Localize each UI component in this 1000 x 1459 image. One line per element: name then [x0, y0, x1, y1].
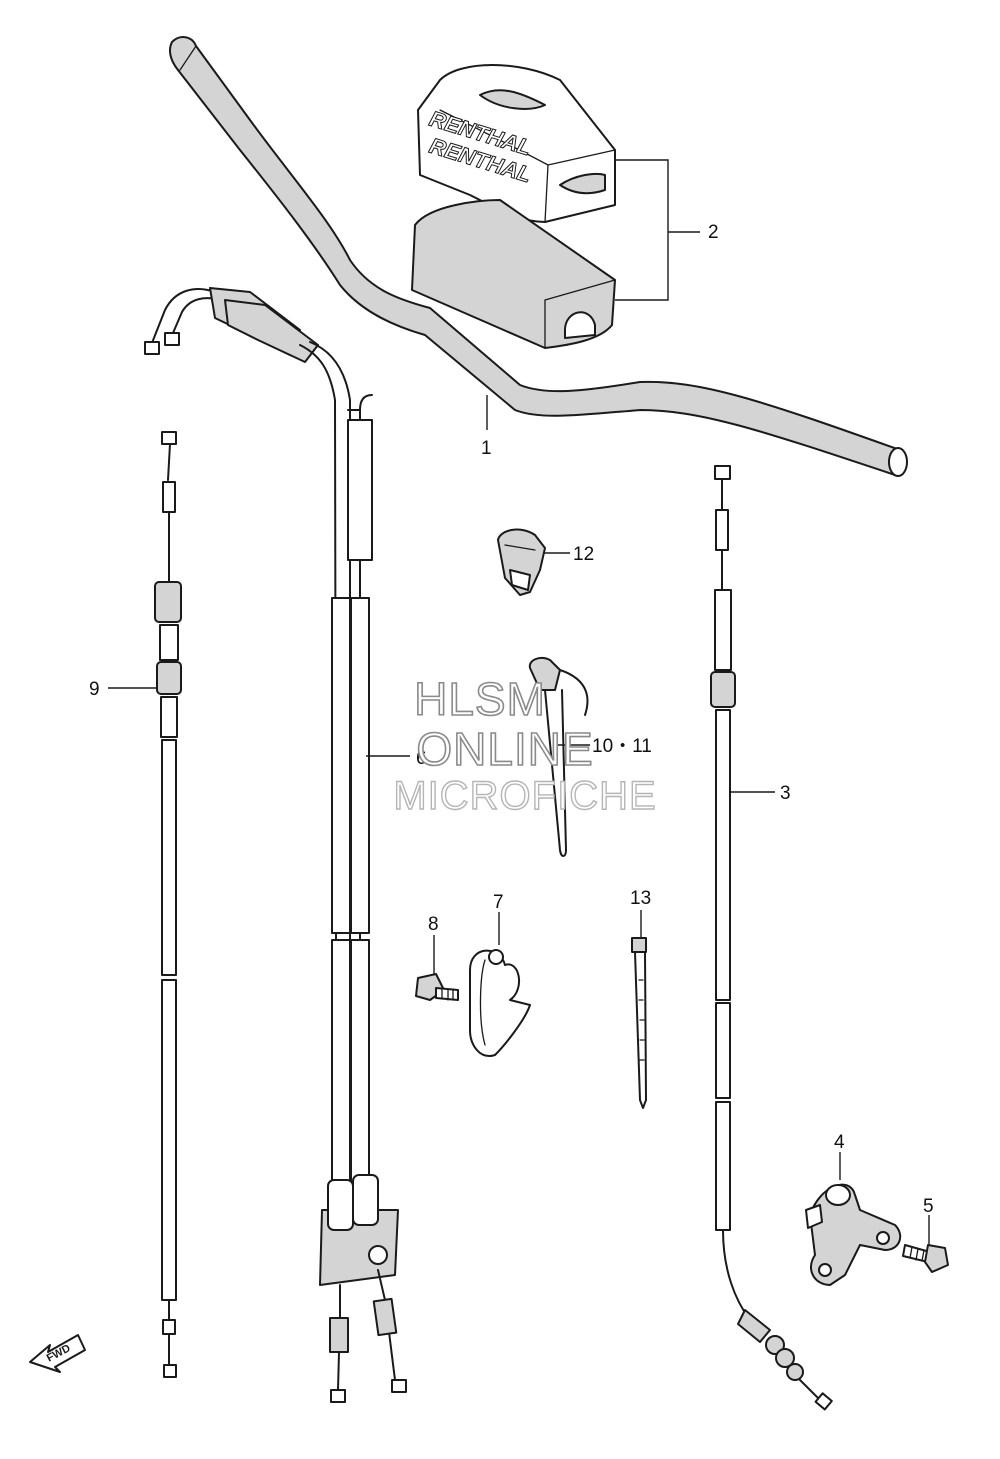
clamp-part-12[interactable] — [497, 528, 546, 596]
bolt-part-5[interactable] — [902, 1244, 949, 1273]
clutch-cable[interactable] — [710, 465, 833, 1411]
bolt-part-8[interactable] — [415, 973, 459, 1001]
callout-4: 4 — [834, 1132, 845, 1153]
callout-12: 12 — [573, 544, 594, 565]
cable-part-9[interactable] — [154, 431, 182, 1378]
callout-6: 6 — [416, 748, 427, 769]
callout-9: 9 — [89, 679, 100, 700]
fwd-arrow: FWD — [29, 1334, 86, 1373]
handlebar[interactable] — [169, 36, 908, 477]
handlebar-pad[interactable]: RENTHAL RENTHAL — [411, 64, 616, 349]
callout-10-11: 10・11 — [592, 736, 652, 757]
callout-8: 8 — [428, 914, 439, 935]
callout-13: 13 — [630, 888, 651, 909]
bracket-part-4[interactable] — [805, 1183, 902, 1286]
cable-tie-part-13[interactable] — [631, 937, 647, 1109]
callout-1: 1 — [481, 438, 492, 459]
callout-2: 2 — [708, 222, 719, 243]
callout-5: 5 — [923, 1196, 934, 1217]
callout-7: 7 — [493, 892, 504, 913]
callout-3: 3 — [780, 783, 791, 804]
band-part-10-11[interactable] — [528, 657, 589, 857]
forward-direction-arrow-icon — [29, 1334, 86, 1373]
throttle-cable[interactable] — [144, 287, 407, 1403]
wire-clip-part-7[interactable] — [469, 949, 531, 1057]
